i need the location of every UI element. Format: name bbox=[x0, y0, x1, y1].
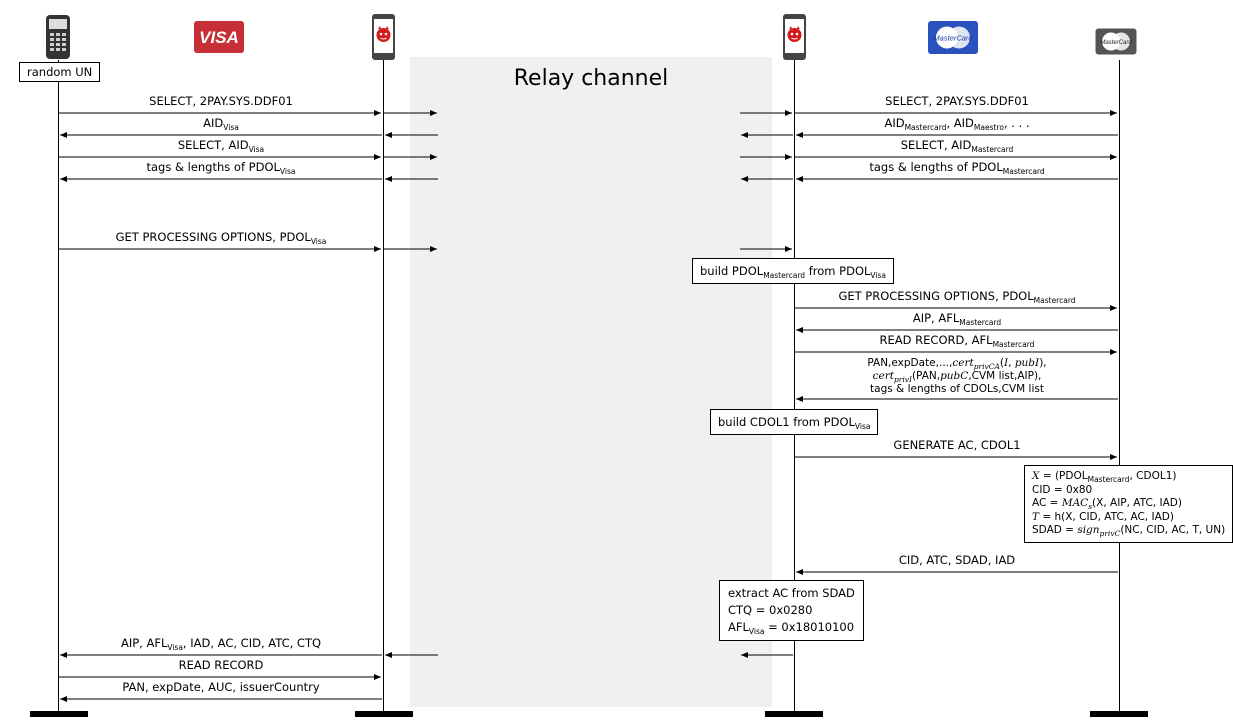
msg-cid-response: CID, ATC, SDAD, IAD bbox=[898, 553, 1016, 567]
attacker-phone-1-icon bbox=[371, 13, 396, 65]
mastercard-card-icon: MasterCard bbox=[1095, 28, 1137, 59]
extract-ac-box: extract AC from SDAD CTQ = 0x0280 AFLVis… bbox=[719, 580, 864, 641]
phone-1-baseline bbox=[355, 711, 413, 717]
generate-ac-computation-box: X = (PDOLMastercard, CDOL1) CID = 0x80 A… bbox=[1024, 465, 1233, 543]
msg-generate-ac: GENERATE AC, CDOL1 bbox=[893, 438, 1021, 452]
visa-logo: VISA bbox=[194, 21, 244, 57]
terminal-baseline bbox=[30, 711, 88, 717]
msg-select-aid-visa: SELECT, AIDVisa bbox=[177, 138, 265, 154]
msg-gpo-visa: GET PROCESSING OPTIONS, PDOLVisa bbox=[115, 230, 327, 246]
msg-select-ppse-right: SELECT, 2PAY.SYS.DDF01 bbox=[885, 94, 1029, 108]
terminal-label-box: random UN bbox=[19, 62, 101, 82]
card-baseline bbox=[1090, 711, 1148, 717]
relay-channel-title: Relay channel bbox=[513, 66, 669, 91]
msg-read-record: READ RECORD bbox=[178, 658, 264, 672]
build-pdol-box: build PDOLMastercard from PDOLVisa bbox=[692, 258, 894, 284]
msg-gpo-mastercard: GET PROCESSING OPTIONS, PDOLMastercard bbox=[838, 289, 1076, 305]
msg-read-record-response: PAN,expDate,...,certprivCA(I, pubI), cer… bbox=[867, 357, 1047, 395]
msg-aip-afl-visa: AIP, AFLVisa, IAD, AC, CID, ATC, CTQ bbox=[120, 636, 322, 652]
attacker-phone-2-icon bbox=[782, 13, 807, 65]
phone-2-baseline bbox=[765, 711, 823, 717]
msg-select-aid-mastercard: SELECT, AIDMastercard bbox=[900, 138, 1014, 154]
attacker-phone-2-lifeline bbox=[794, 60, 795, 712]
relay-channel-area bbox=[410, 57, 772, 707]
msg-pan-resp: PAN, expDate, AUC, issuerCountry bbox=[122, 680, 320, 694]
payment-terminal-icon bbox=[45, 14, 71, 64]
terminal-lifeline bbox=[58, 60, 59, 712]
mastercard-logo: MasterCard bbox=[928, 21, 978, 58]
visa-logo-text: VISA bbox=[199, 28, 239, 47]
build-cdol-box: build CDOL1 from PDOLVisa bbox=[710, 409, 879, 435]
mastercard-logo-text: MasterCard bbox=[933, 34, 973, 43]
msg-aid-mastercard: AIDMastercard, AIDMaestro, . . . bbox=[884, 116, 1030, 132]
terminal-label: random UN bbox=[27, 65, 93, 79]
card-lifeline bbox=[1119, 60, 1120, 712]
attacker-phone-1-lifeline bbox=[383, 60, 384, 712]
msg-aip-afl-mastercard: AIP, AFLMastercard bbox=[912, 311, 1002, 327]
msg-pdol-visa: tags & lengths of PDOLVisa bbox=[146, 160, 296, 176]
msg-aid-visa: AIDVisa bbox=[203, 116, 239, 132]
msg-select-ppse-left: SELECT, 2PAY.SYS.DDF01 bbox=[149, 94, 293, 108]
msg-read-record-mastercard: READ RECORD, AFLMastercard bbox=[879, 333, 1035, 349]
msg-pdol-mastercard: tags & lengths of PDOLMastercard bbox=[869, 160, 1045, 176]
mastercard-card-text: MasterCard bbox=[1100, 40, 1132, 46]
